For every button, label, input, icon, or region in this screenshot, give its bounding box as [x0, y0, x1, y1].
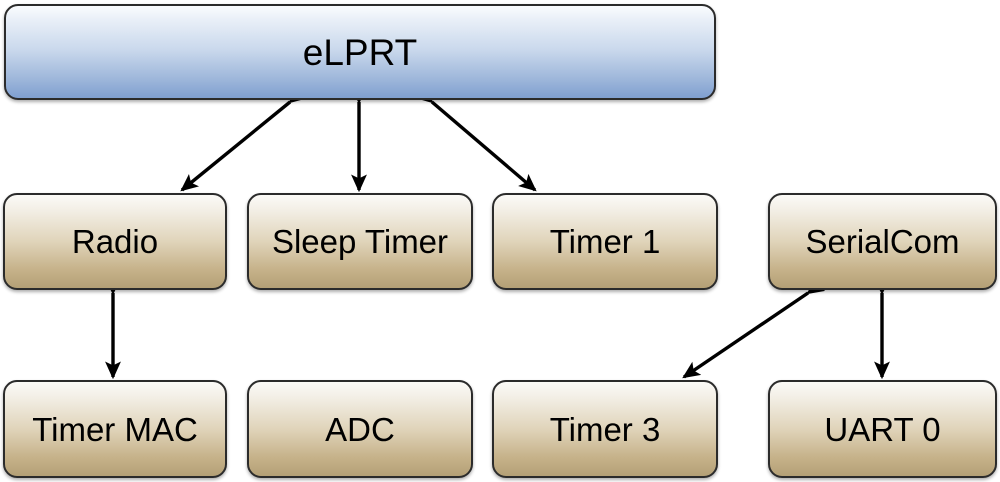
node-uart-0[interactable]: UART 0 [768, 380, 997, 478]
node-adc[interactable]: ADC [247, 380, 473, 478]
connector-elprt-radio [180, 86, 308, 192]
connector-serialcom-timer-3 [682, 277, 826, 379]
node-timer-3[interactable]: Timer 3 [492, 380, 718, 478]
node-timer-1[interactable]: Timer 1 [492, 193, 718, 290]
node-elprt[interactable]: eLPRT [4, 4, 716, 100]
node-timer-mac[interactable]: Timer MAC [3, 380, 227, 478]
node-label-adc: ADC [325, 410, 395, 448]
node-label-elprt: eLPRT [302, 31, 418, 73]
node-label-sleep-timer: Sleep Timer [271, 223, 449, 260]
connector-elprt-timer-1 [415, 85, 537, 192]
node-label-radio: Radio [71, 223, 159, 260]
node-radio[interactable]: Radio [3, 193, 227, 290]
node-sleep-timer[interactable]: Sleep Timer [247, 193, 473, 290]
node-label-timer-mac: Timer MAC [32, 410, 198, 448]
node-label-timer-1: Timer 1 [549, 223, 661, 260]
node-serialcom[interactable]: SerialCom [768, 193, 997, 290]
node-label-serialcom: SerialCom [805, 223, 960, 260]
node-label-uart-0: UART 0 [824, 410, 941, 448]
node-label-timer-3: Timer 3 [549, 410, 661, 448]
